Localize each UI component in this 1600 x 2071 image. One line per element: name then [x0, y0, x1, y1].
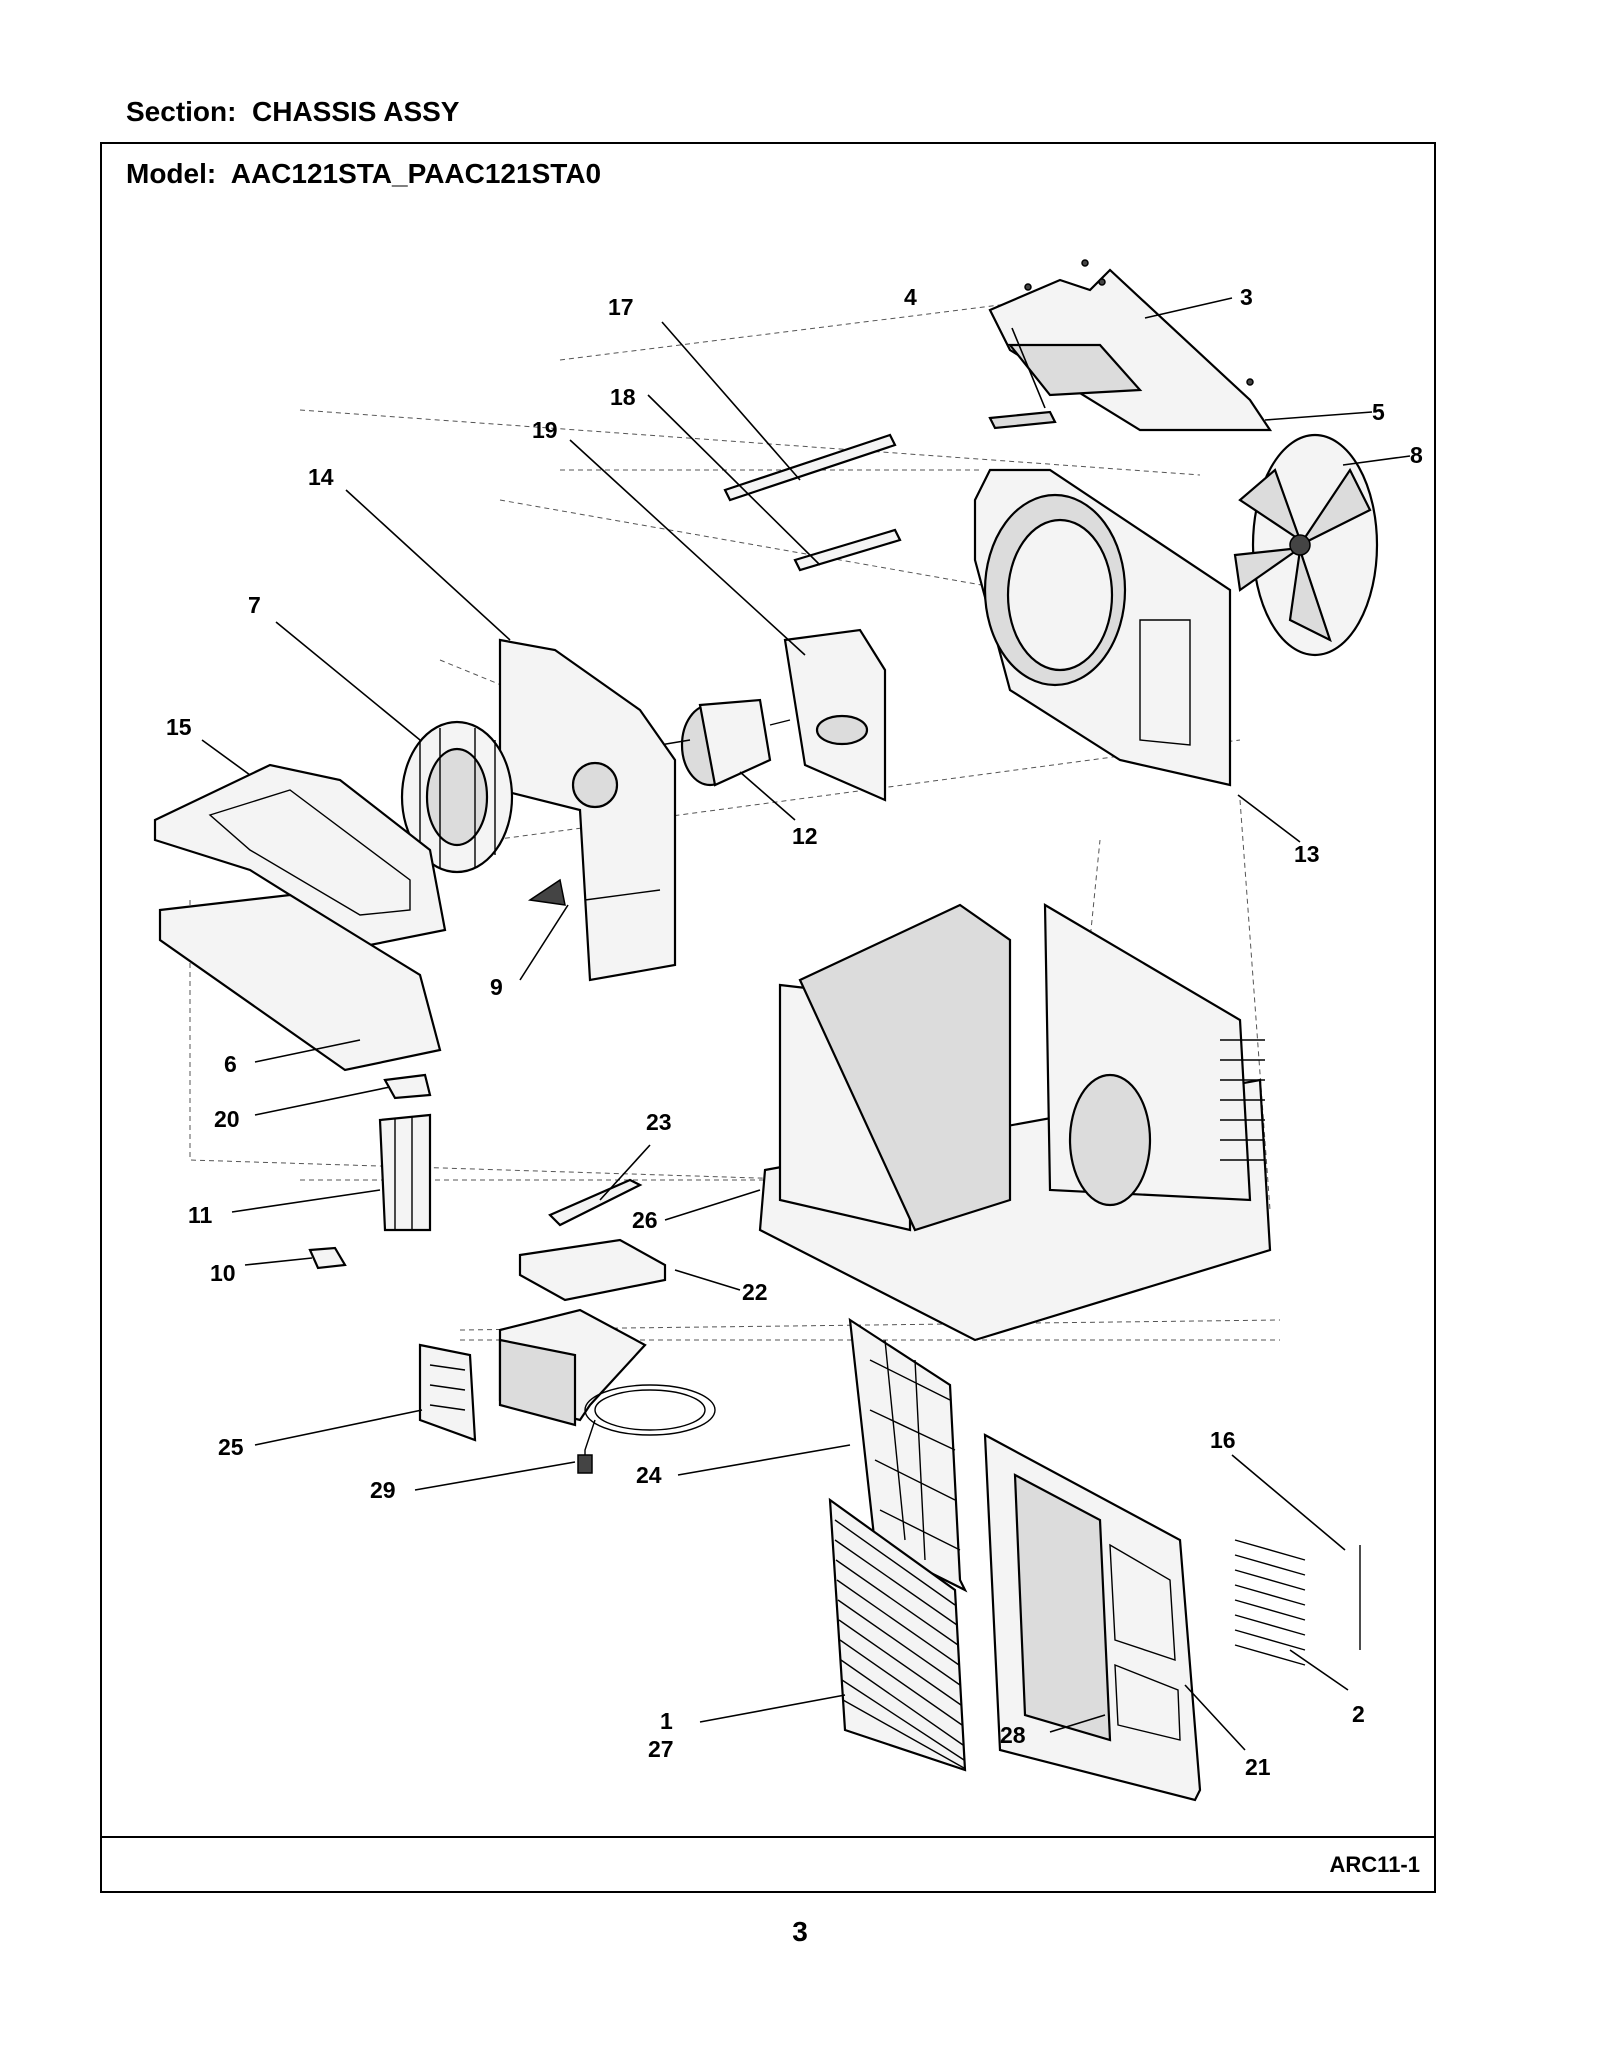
part-12-blower-motor — [659, 698, 791, 787]
control-box — [498, 1308, 647, 1427]
callout-25: 25 — [218, 1434, 244, 1460]
part-20-bracket — [383, 1073, 432, 1100]
diagram-frame: Model: AAC121STA_PAAC121STA0 ARC11-1 — [100, 142, 1436, 1893]
callout-12: 12 — [792, 823, 818, 849]
leader-lines — [201, 297, 1411, 1751]
callout-24: 24 — [636, 1462, 662, 1488]
callout-17: 17 — [608, 294, 634, 320]
callout-16: 16 — [1210, 1427, 1236, 1453]
callout-23: 23 — [646, 1109, 672, 1135]
part-10-bracket — [308, 1246, 347, 1270]
page-number: 3 — [792, 1916, 808, 1947]
part-8-condenser-fan — [1233, 433, 1379, 657]
part-3-top-cover — [988, 259, 1273, 432]
callout-8: 8 — [1410, 442, 1423, 468]
callout-2: 2 — [1352, 1701, 1365, 1727]
callout-29: 29 — [370, 1477, 396, 1503]
callout-28: 28 — [1000, 1722, 1026, 1748]
section-title: Section: CHASSIS ASSY — [126, 96, 460, 127]
callout-labels: 1 27 2 3 4 5 6 7 8 9 10 11 12 13 14 15 1… — [166, 284, 1423, 1780]
part-4-insulation-strip — [988, 410, 1057, 430]
part-13-fan-shroud — [973, 468, 1232, 787]
callout-21: 21 — [1245, 1754, 1271, 1780]
callout-20: 20 — [214, 1106, 240, 1132]
callout-11: 11 — [188, 1202, 213, 1228]
callout-10: 10 — [210, 1260, 236, 1286]
callout-19: 19 — [532, 417, 558, 443]
callout-9: 9 — [490, 974, 503, 1000]
part-25-control-panel — [418, 1343, 477, 1442]
part-6-base-plate — [158, 893, 442, 1072]
part-21-front-panel — [983, 1433, 1202, 1802]
part-11-capacitor — [378, 1113, 432, 1232]
part-9-clip — [527, 878, 566, 906]
part-14-blower-bracket — [498, 638, 677, 982]
part-22-control-plate — [518, 1238, 667, 1302]
callout-4: 4 — [904, 284, 917, 310]
footer-rule — [102, 1836, 1434, 1838]
part-7-blower-wheel — [400, 720, 514, 874]
callout-14: 14 — [308, 464, 334, 490]
callout-15: 15 — [166, 714, 192, 740]
callout-5: 5 — [1372, 399, 1385, 425]
part-18-bracket — [793, 528, 902, 572]
part-16-louver-set — [1234, 1539, 1361, 1666]
part-19-motor-mount — [783, 628, 887, 802]
callout-26: 26 — [632, 1207, 658, 1233]
model-title: Model: AAC121STA_PAAC121STA0 — [126, 158, 602, 189]
callout-1: 1 — [660, 1708, 673, 1734]
callout-3: 3 — [1240, 284, 1253, 310]
part-1-front-grille — [828, 1497, 967, 1772]
callout-27: 27 — [648, 1736, 674, 1762]
footer-code: ARC11-1 — [1329, 1852, 1420, 1877]
part-17-bracket — [723, 433, 897, 502]
callout-6: 6 — [224, 1051, 237, 1077]
part-24-filter — [848, 1317, 968, 1593]
part-15-air-guide — [153, 763, 447, 947]
callout-13: 13 — [1294, 841, 1320, 867]
chassis-base-coil — [758, 903, 1272, 1342]
callout-18: 18 — [610, 384, 636, 410]
callout-7: 7 — [248, 592, 261, 618]
part-29-power-cord — [577, 1384, 716, 1474]
part-23-strap — [548, 1178, 643, 1227]
callout-22: 22 — [742, 1279, 768, 1305]
